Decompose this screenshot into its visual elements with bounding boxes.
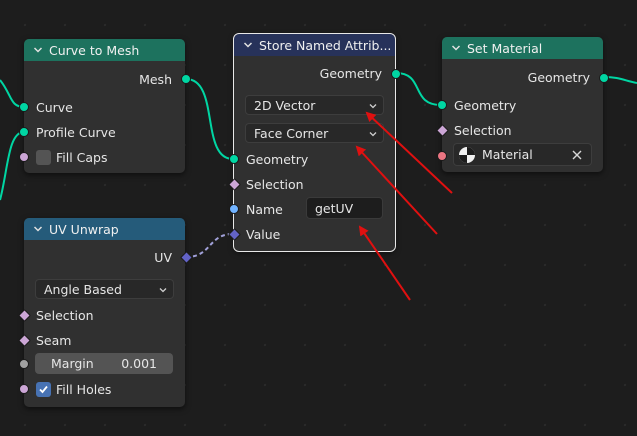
domain-dropdown[interactable]: Face Corner (245, 123, 384, 143)
output-geometry-label: Geometry (319, 65, 382, 81)
input-material-socket[interactable] (437, 151, 447, 161)
domain-value: Face Corner (254, 125, 329, 141)
set-material-header[interactable]: Set Material (442, 37, 603, 59)
input-profile-curve-label: Profile Curve (36, 124, 116, 140)
node-title: Set Material (467, 40, 543, 56)
store-named-attribute-header[interactable]: Store Named Attrib... (234, 34, 395, 56)
input-fill-caps-socket[interactable] (19, 152, 29, 162)
input-name-row: Name (234, 198, 395, 220)
input-geometry-row: Geometry (442, 94, 603, 116)
input-selection-label: Selection (246, 176, 304, 192)
curve-to-mesh-node[interactable]: Curve to Mesh Mesh Curve Profile Curve F… (19, 39, 191, 173)
input-profile-curve-socket[interactable] (19, 127, 29, 137)
input-geometry-socket[interactable] (229, 154, 239, 164)
fill-holes-checkbox[interactable] (36, 381, 51, 397)
output-mesh-socket[interactable] (181, 74, 191, 84)
annotation-arrow-name (358, 225, 411, 301)
input-name-socket[interactable] (229, 204, 239, 214)
output-geometry-socket[interactable] (599, 73, 609, 83)
input-curve-label: Curve (36, 99, 73, 115)
chevron-down-icon (369, 132, 377, 137)
uv-unwrap-header[interactable]: UV Unwrap (24, 218, 185, 240)
node-title: Curve to Mesh (49, 42, 140, 58)
input-name-label: Name (246, 201, 283, 217)
material-value: Material (482, 147, 533, 162)
fill-caps-checkbox[interactable] (36, 149, 51, 165)
uv-unwrap-node[interactable]: UV Unwrap UV Angle Based Selection Seam … (18, 218, 193, 407)
input-geometry-row: Geometry (234, 148, 395, 170)
material-sphere-icon (459, 146, 475, 163)
input-curve-row: Curve (24, 96, 185, 118)
output-geometry-row: Geometry (234, 62, 395, 84)
input-fill-caps-label: Fill Caps (56, 149, 108, 165)
store-named-attribute-node[interactable]: Store Named Attrib... Geometry 2D Vector… (228, 33, 401, 252)
input-value-row: Value (234, 223, 395, 245)
close-icon[interactable] (571, 149, 583, 161)
output-mesh-row: Mesh (24, 68, 185, 90)
uv-method-dropdown[interactable]: Angle Based (35, 279, 174, 299)
input-fill-caps-row: Fill Caps (24, 146, 185, 168)
curve-to-mesh-header[interactable]: Curve to Mesh (24, 39, 185, 61)
output-geometry-label: Geometry (527, 69, 590, 85)
link-mesh-to-geometry (185, 78, 234, 160)
input-geometry-socket[interactable] (437, 100, 447, 110)
input-profile-curve-row: Profile Curve (24, 121, 185, 143)
chevron-down-icon (159, 288, 167, 293)
input-geometry-label: Geometry (454, 97, 517, 113)
input-value-label: Value (246, 226, 281, 242)
chevron-down-icon[interactable] (33, 224, 43, 234)
name-text-value: getUV (315, 200, 354, 216)
input-fill-holes-row: Fill Holes (24, 378, 185, 400)
checkmark-icon (39, 385, 48, 393)
margin-field[interactable]: Margin 0.001 (35, 353, 173, 374)
chevron-down-icon[interactable] (33, 45, 43, 55)
input-seam-row: Seam (24, 329, 185, 351)
chevron-down-icon[interactable] (451, 43, 461, 53)
input-seam-label: Seam (36, 332, 72, 348)
chevron-down-icon[interactable] (243, 40, 253, 50)
output-uv-label: UV (154, 249, 172, 265)
input-selection-label: Selection (454, 122, 512, 138)
chevron-down-icon (369, 104, 377, 109)
margin-label: Margin (51, 356, 94, 371)
data-type-value: 2D Vector (254, 97, 316, 113)
output-geometry-socket[interactable] (391, 69, 401, 79)
annotation-arrow-data-type (365, 111, 453, 194)
input-selection-row: Selection (24, 304, 185, 326)
name-text-field[interactable]: getUV (306, 197, 383, 219)
set-material-node[interactable]: Set Material Geometry Geometry Selection… (436, 37, 609, 172)
node-title: Store Named Attrib... (259, 37, 392, 53)
data-type-dropdown[interactable]: 2D Vector (245, 95, 384, 115)
output-uv-row: UV (24, 246, 185, 268)
input-geometry-label: Geometry (246, 151, 309, 167)
input-selection-row: Selection (442, 119, 603, 141)
input-selection-label: Selection (36, 307, 94, 323)
input-margin-socket[interactable] (19, 359, 29, 369)
node-title: UV Unwrap (49, 221, 119, 237)
input-selection-row: Selection (234, 173, 395, 195)
margin-value: 0.001 (121, 356, 157, 371)
input-fill-holes-label: Fill Holes (56, 381, 112, 397)
input-curve-socket[interactable] (19, 102, 29, 112)
annotation-arrow-domain (355, 145, 438, 235)
material-selector[interactable]: Material (453, 143, 592, 166)
uv-method-value: Angle Based (44, 281, 122, 297)
output-geometry-row: Geometry (442, 66, 603, 88)
output-mesh-label: Mesh (139, 71, 172, 87)
input-fill-holes-socket[interactable] (19, 384, 29, 394)
link-geometry-to-set-material (395, 72, 442, 106)
